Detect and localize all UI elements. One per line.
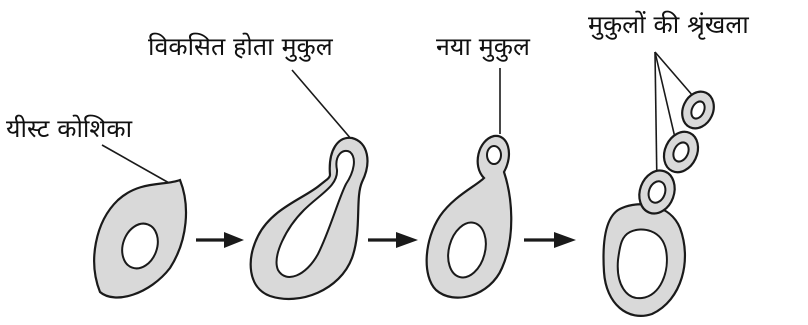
leader-line-developing-bud <box>292 70 352 140</box>
stage-3-new-bud <box>427 136 512 298</box>
label-yeast-cell: यीस्ट कोशिका <box>6 114 133 143</box>
arrow-2 <box>368 232 418 248</box>
leader-line-yeast-cell <box>102 145 178 188</box>
stage-1-yeast-cell <box>94 180 186 297</box>
label-new-bud: नया मुकुल <box>436 32 531 62</box>
arrow-1 <box>196 232 244 248</box>
stage-4-bud-chain <box>604 86 720 315</box>
stage-2-developing-bud <box>251 138 368 299</box>
label-bud-chain: मुकुलों की श्रृंखला <box>588 10 749 40</box>
label-developing-bud: विकसित होता मुकुल <box>148 32 334 62</box>
arrow-3 <box>524 232 576 248</box>
